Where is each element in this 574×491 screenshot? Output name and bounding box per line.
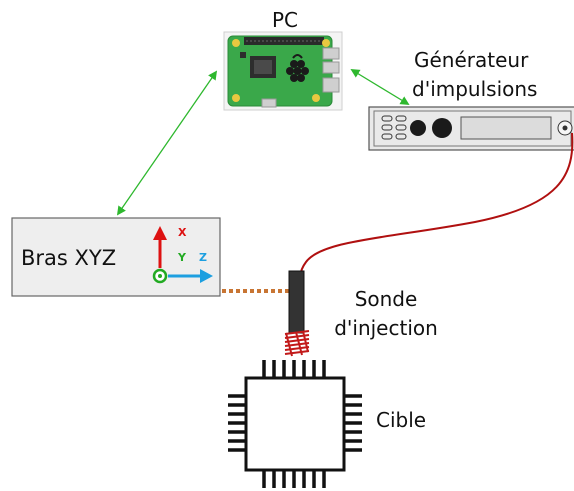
chip-pins <box>228 360 362 488</box>
raspberry-pi-board-icon <box>223 31 343 111</box>
raspberry-logo-icon <box>286 54 309 82</box>
xyz-arm-box <box>11 217 221 297</box>
xyz-arm-label: Bras XYZ <box>21 246 116 270</box>
injection-probe: Sonde d'injection <box>284 270 438 357</box>
generator-label-line2: d'impulsions <box>412 77 537 101</box>
probe-label-line1: Sonde <box>355 287 418 311</box>
ic-chip-icon <box>228 360 362 488</box>
target-label: Cible <box>376 408 426 432</box>
probe-label-line2: d'injection <box>334 316 438 340</box>
pulse-generator-node: Générateur d'impulsions <box>368 48 574 151</box>
axes-icon: X Y Z <box>152 226 213 284</box>
pulse-generator-device-icon <box>368 106 574 151</box>
pc-arm-arrow <box>116 70 218 216</box>
axis-y-label: Y <box>177 251 187 264</box>
generator-label-line1: Générateur <box>414 48 529 72</box>
axis-z-label: Z <box>199 251 207 264</box>
pc-label: PC <box>272 8 298 32</box>
probe-coil <box>284 330 310 357</box>
pc-generator-arrow <box>350 69 410 105</box>
coax-cable <box>299 132 574 281</box>
xyz-arm-node: Bras XYZ X Y Z <box>11 217 221 297</box>
axis-x-label: X <box>178 226 187 239</box>
pc-node: PC <box>223 8 343 111</box>
